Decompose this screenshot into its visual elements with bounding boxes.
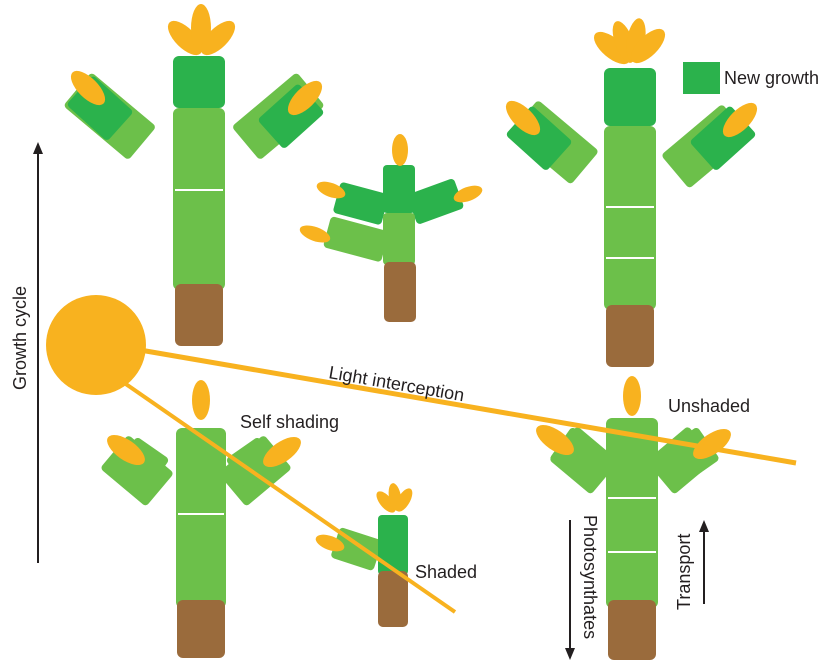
photosynthates-arrow [565,520,575,660]
plant-top-middle [298,134,485,322]
legend-label-new-growth: New growth [724,68,819,88]
plant-top-left [63,4,328,346]
legend-swatch-new-growth [683,62,720,94]
shaded-label: Shaded [415,562,477,582]
sun [46,295,146,395]
transport-arrow [699,520,709,604]
growth-cycle-arrow [33,142,43,563]
light-interception-label: Light interception [327,362,465,405]
self-shading-label: Self shading [240,412,339,432]
unshaded-label: Unshaded [668,396,750,416]
plant-bottom-right [531,376,736,660]
plant-bottom-middle [314,482,416,627]
photosynthates-label: Photosynthates [580,515,600,639]
legend: New growth [683,62,819,94]
transport-label: Transport [674,534,694,610]
growth-cycle-label: Growth cycle [10,286,30,390]
